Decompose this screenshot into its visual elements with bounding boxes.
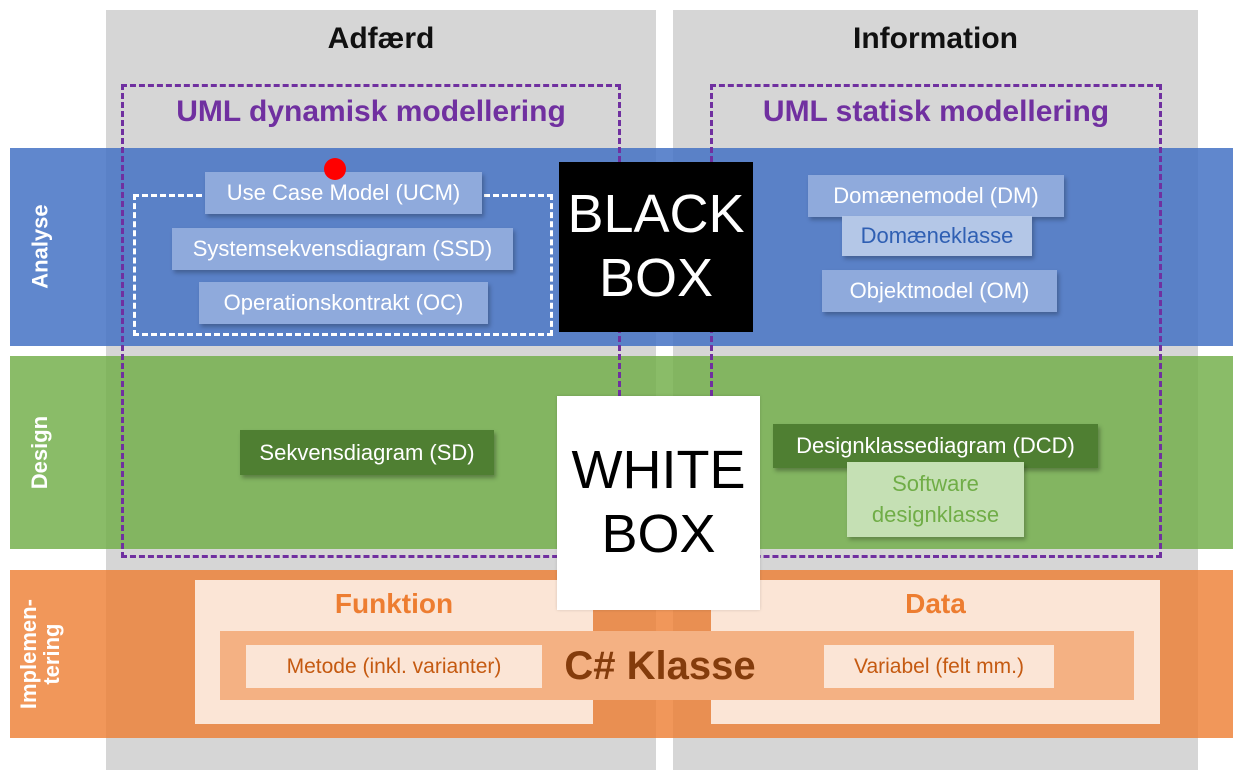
white-box: WHITE BOX	[557, 396, 760, 610]
software-design-class-line2: designklasse	[871, 501, 1000, 527]
black-box: BLACK BOX	[559, 162, 753, 332]
data-title: Data	[905, 588, 966, 619]
white-box-line1: WHITE	[571, 440, 746, 501]
variable-box: Variabel (felt mm.)	[824, 645, 1054, 688]
software-design-class-box: Software designklasse	[847, 462, 1024, 537]
design-band-label: Design	[27, 415, 53, 490]
sequence-diagram-box: Sekvensdiagram (SD)	[240, 430, 494, 475]
implementation-label-line1: Implemen-	[15, 598, 41, 710]
use-case-model-box: Use Case Model (UCM)	[205, 172, 482, 214]
black-box-line1: BLACK	[567, 184, 745, 245]
domain-class-box: Domæneklasse	[842, 216, 1032, 256]
design-class-diagram-box: Designklassediagram (DCD)	[773, 424, 1098, 468]
uml-static-title: UML statisk modellering	[762, 95, 1110, 128]
operation-contract-box: Operationskontrakt (OC)	[199, 282, 488, 324]
analyse-band-label: Analyse	[27, 204, 53, 290]
software-design-class-line1: Software	[892, 470, 979, 496]
implementation-band-label: Implemen- tering	[10, 570, 70, 738]
white-box-line2: BOX	[601, 504, 716, 564]
uml-dynamic-title: UML dynamisk modellering	[176, 95, 566, 128]
method-box: Metode (inkl. varianter)	[246, 645, 542, 688]
black-box-line2: BOX	[598, 248, 714, 308]
object-model-box: Objektmodel (OM)	[822, 270, 1057, 312]
information-column-title: Information	[853, 22, 1018, 55]
pointer-dot	[324, 158, 346, 180]
ssd-box: Systemsekvensdiagram (SSD)	[172, 228, 513, 270]
behavior-column-title: Adfærd	[327, 22, 435, 55]
implementation-label-line2: tering	[39, 623, 64, 685]
csharp-class-label: C# Klasse	[564, 644, 756, 688]
function-title: Funktion	[334, 588, 454, 619]
domain-model-box: Domænemodel (DM)	[808, 175, 1064, 217]
